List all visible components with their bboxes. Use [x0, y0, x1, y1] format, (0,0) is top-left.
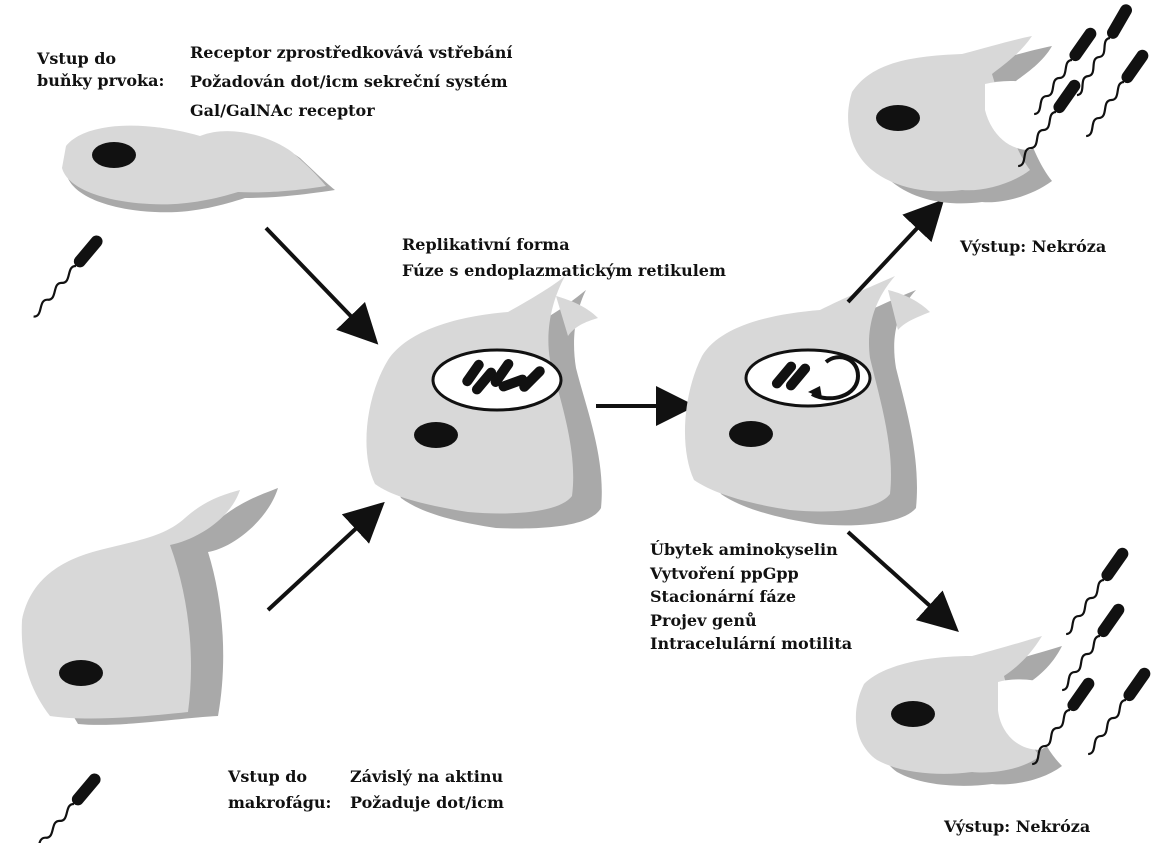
transmissive-line: Vytvoření ppGpp [650, 562, 852, 586]
arrow-to-exit-top [848, 208, 936, 302]
lysed-cell-bottom [856, 636, 1072, 786]
arrow-to-replicative [266, 228, 370, 336]
nucleus [876, 105, 920, 131]
macrophage-entry-heading: Vstup do makrofágu: [228, 764, 331, 816]
protozoan-entry-heading-line2: buňky prvoka: [37, 70, 164, 92]
protozoan-cell [62, 126, 335, 213]
nucleus [729, 421, 773, 447]
nucleus [92, 142, 136, 168]
macrophage-entry-heading-line1: Vstup do [228, 764, 331, 790]
lysed-cell-top [848, 36, 1060, 203]
protozoan-entry-heading-line1: Vstup do [37, 48, 164, 70]
protozoan-entry-item: Požadován dot/icm sekreční systém [190, 67, 512, 96]
transmissive-line: Intracelulární motilita [650, 632, 852, 656]
protozoan-entry-items: Receptor zprostředkovává vstřebání Požad… [190, 38, 512, 125]
bacterium-macrophage-entry [27, 771, 103, 843]
replicative-line: Replikativní forma [402, 232, 726, 258]
nucleus [891, 701, 935, 727]
arrow-to-exit-bottom [848, 532, 950, 624]
macrophage-entry-heading-line2: makrofágu: [228, 790, 331, 816]
macrophage-entry-item: Závislý na aktinu [350, 764, 504, 790]
nucleus [414, 422, 458, 448]
nucleus [59, 660, 103, 686]
transmissive-line: Stacionární fáze [650, 585, 852, 609]
exit-bottom-label: Výstup: Nekróza [944, 816, 1090, 838]
replicative-labels: Replikativní forma Fúze s endoplazmatick… [402, 232, 726, 284]
replicative-vacuole [433, 350, 561, 410]
transmissive-line: Projev genů [650, 609, 852, 633]
exit-top-label: Výstup: Nekróza [960, 236, 1106, 258]
replicative-cell [366, 276, 601, 528]
protozoan-entry-item: Receptor zprostředkovává vstřebání [190, 38, 512, 67]
transmissive-vacuole [746, 350, 870, 406]
macrophage-entry-items: Závislý na aktinu Požaduje dot/icm [350, 764, 504, 816]
bacterium-protozoan-entry [29, 233, 105, 320]
transmissive-cell [685, 276, 930, 525]
replicative-line: Fúze s endoplazmatickým retikulem [402, 258, 726, 284]
transmissive-labels: Úbytek aminokyselin Vytvoření ppGpp Stac… [650, 538, 852, 656]
macrophage-cell [22, 488, 278, 725]
transmissive-line: Úbytek aminokyselin [650, 538, 852, 562]
protozoan-entry-heading: Vstup do buňky prvoka: [37, 48, 164, 92]
protozoan-entry-item: Gal/GalNAc receptor [190, 96, 512, 125]
arrow-macrophage-to-replicative [268, 510, 376, 610]
macrophage-entry-item: Požaduje dot/icm [350, 790, 504, 816]
